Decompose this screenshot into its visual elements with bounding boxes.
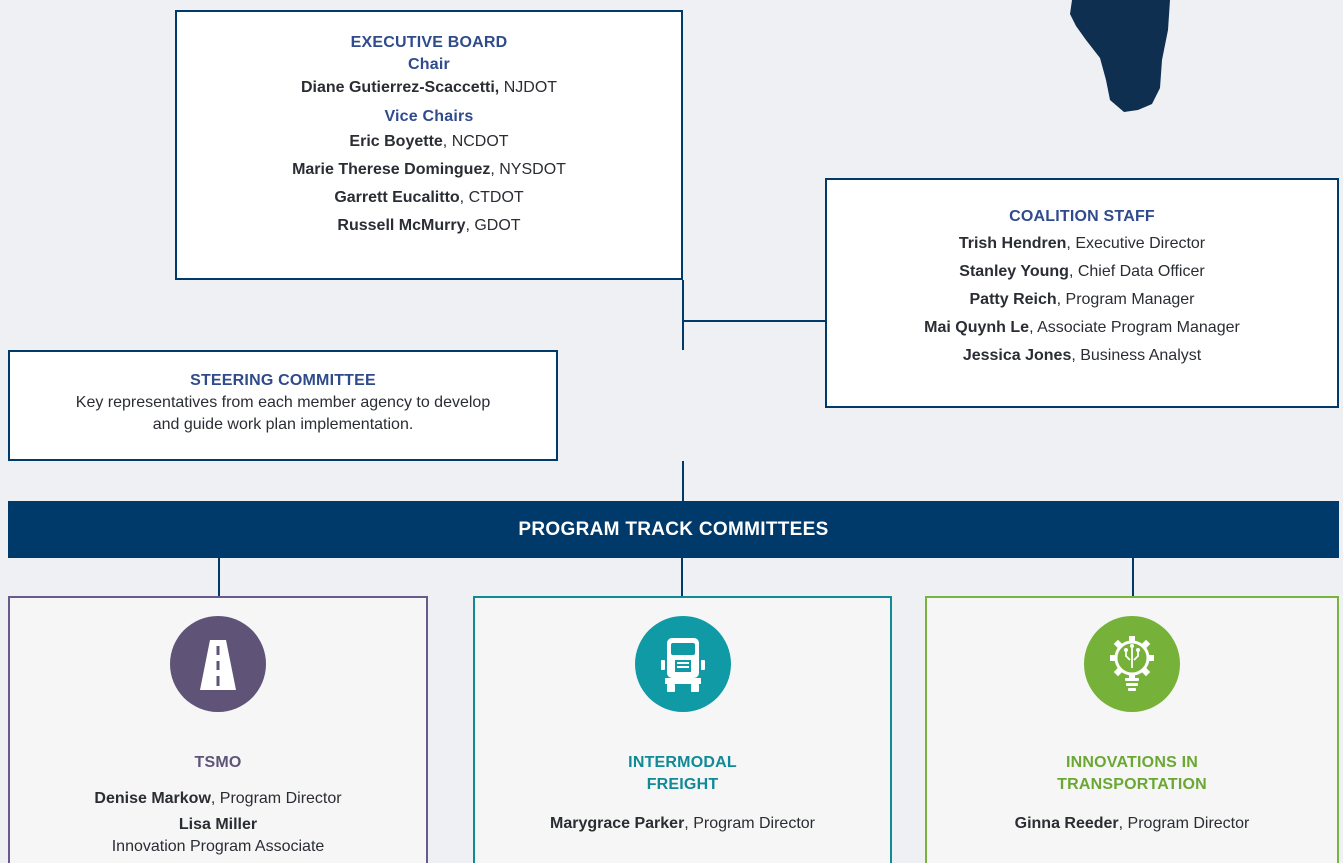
steering-committee-title: STEERING COMMITTEE	[190, 372, 376, 389]
staff-entry: Trish Hendren, Executive Director	[827, 230, 1337, 258]
track-title-line: INNOVATIONS IN	[1066, 754, 1198, 771]
vice-chair-entry: Eric Boyette, NCDOT	[177, 128, 681, 156]
vice-chair-entry: Russell McMurry, GDOT	[177, 212, 681, 240]
vice-chair-org: , NYSDOT	[490, 161, 566, 178]
steering-committee-box: STEERING COMMITTEE Key representatives f…	[8, 350, 558, 461]
staff-entry: Jessica Jones, Business Analyst	[827, 342, 1337, 370]
coalition-staff-box: COALITION STAFF Trish Hendren, Executive…	[825, 178, 1339, 408]
staff-name: Trish Hendren	[958, 235, 1067, 252]
lead-role: , Program Director	[210, 790, 342, 807]
lightbulb-gear-icon	[1084, 616, 1180, 712]
track-lead: Marygrace Parker, Program Director	[475, 810, 890, 838]
executive-board-box: EXECUTIVE BOARD Chair Diane Gutierrez-Sc…	[175, 10, 683, 280]
executive-board-title: EXECUTIVE BOARD	[350, 34, 508, 51]
map-silhouette	[1070, 0, 1170, 112]
staff-role: , Executive Director	[1066, 235, 1206, 252]
vice-chair-org: , GDOT	[465, 217, 521, 234]
track-title: TSMO	[194, 754, 242, 771]
vice-chair-org: , NCDOT	[442, 133, 509, 150]
track-second-role: Innovation Program Associate	[111, 838, 325, 855]
track-title-line: INTERMODAL	[628, 754, 737, 771]
vice-chair-name: Eric Boyette	[349, 133, 443, 150]
chair-label: Chair	[408, 56, 450, 73]
staff-role: , Business Analyst	[1071, 347, 1202, 364]
staff-entry: Mai Quynh Le, Associate Program Manager	[827, 314, 1337, 342]
truck-icon	[634, 616, 731, 712]
chair-name: Diane Gutierrez-Scaccetti,	[300, 79, 500, 96]
connector-exec-down	[682, 280, 684, 350]
staff-name: Patty Reich	[969, 291, 1057, 308]
connector-track-2	[681, 558, 683, 596]
staff-role: , Program Manager	[1056, 291, 1195, 308]
lead-name: Denise Markow	[94, 790, 211, 807]
track-title: INNOVATIONS IN TRANSPORTATION	[927, 752, 1337, 796]
track-innovations: INNOVATIONS IN TRANSPORTATION Ginna Reed…	[925, 596, 1339, 863]
vice-chair-name: Marie Therese Dominguez	[292, 161, 491, 178]
track-title: INTERMODAL FREIGHT	[475, 752, 890, 796]
connector-track-3	[1132, 558, 1134, 596]
staff-role: , Chief Data Officer	[1068, 263, 1205, 280]
lead-role: , Program Director	[1118, 815, 1250, 832]
chair-entry: Diane Gutierrez-Scaccetti, NJDOT	[177, 76, 681, 100]
lead-role: , Program Director	[684, 815, 815, 832]
vice-chairs-label: Vice Chairs	[384, 108, 474, 125]
vice-chair-name: Garrett Eucalitto	[334, 189, 460, 206]
vice-chair-org: , CTDOT	[459, 189, 524, 206]
program-track-banner: PROGRAM TRACK COMMITTEES	[8, 501, 1339, 558]
connector-track-1	[218, 558, 220, 596]
track-title-line: FREIGHT	[646, 776, 719, 793]
staff-name: Jessica Jones	[962, 347, 1072, 364]
track-intermodal-freight: INTERMODAL FREIGHT Marygrace Parker, Pro…	[473, 596, 892, 863]
road-icon	[170, 616, 266, 712]
track-second-name: Lisa Miller	[10, 812, 426, 838]
staff-role: , Associate Program Manager	[1029, 319, 1240, 336]
track-tsmo: TSMO Denise Markow, Program Director Lis…	[8, 596, 428, 863]
lead-name: Marygrace Parker	[549, 815, 685, 832]
track-title-line: TRANSPORTATION	[1057, 776, 1207, 793]
connector-steer-down	[682, 461, 684, 501]
chair-org: NJDOT	[503, 79, 558, 96]
staff-entry: Stanley Young, Chief Data Officer	[827, 258, 1337, 286]
staff-name: Mai Quynh Le	[924, 319, 1030, 336]
staff-entry: Patty Reich, Program Manager	[827, 286, 1337, 314]
connector-to-staff	[682, 320, 825, 322]
track-lead: Ginna Reeder, Program Director	[927, 810, 1337, 838]
lead-name: Ginna Reeder	[1014, 815, 1119, 832]
coalition-staff-title: COALITION STAFF	[1009, 208, 1155, 225]
staff-name: Stanley Young	[959, 263, 1069, 280]
vice-chair-entry: Marie Therese Dominguez, NYSDOT	[177, 156, 681, 184]
vice-chair-entry: Garrett Eucalitto, CTDOT	[177, 184, 681, 212]
steering-committee-description: Key representatives from each member age…	[75, 394, 491, 433]
second-name: Lisa Miller	[178, 816, 258, 833]
vice-chair-name: Russell McMurry	[337, 217, 466, 234]
track-lead: Denise Markow, Program Director	[10, 786, 426, 812]
